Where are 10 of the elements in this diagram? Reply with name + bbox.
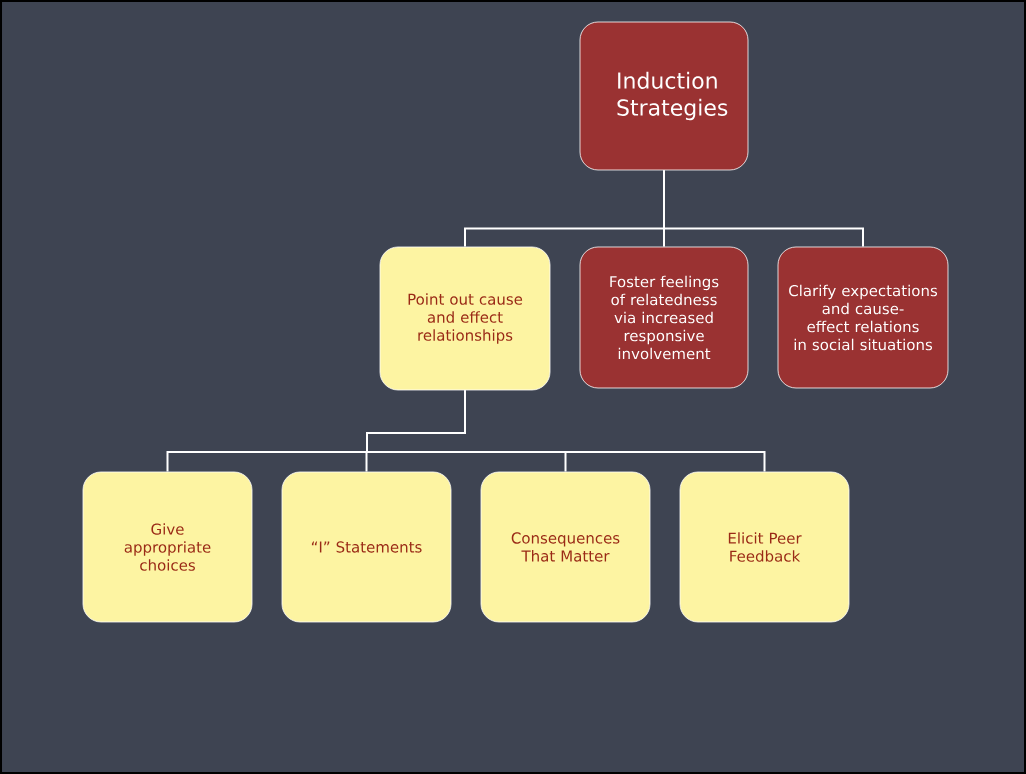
rounded-box: Clarify expectations and cause-effect relations in social situations [777,246,949,389]
rounded-box: Consequences That Matter [480,471,651,623]
rounded-box: Induction Strategies [579,21,749,171]
connector [663,169,864,248]
connector [366,389,766,473]
rounded-box: Foster feelings of relatedness via increased responsive involvement [579,246,749,389]
rounded-box: “I” Statements [281,471,452,623]
rounded-box: Give appropriate choices [82,471,253,623]
rounded-box: Elicit Peer Feedback [679,471,850,623]
rounded-box: Point out cause and effect relationships [379,246,551,391]
